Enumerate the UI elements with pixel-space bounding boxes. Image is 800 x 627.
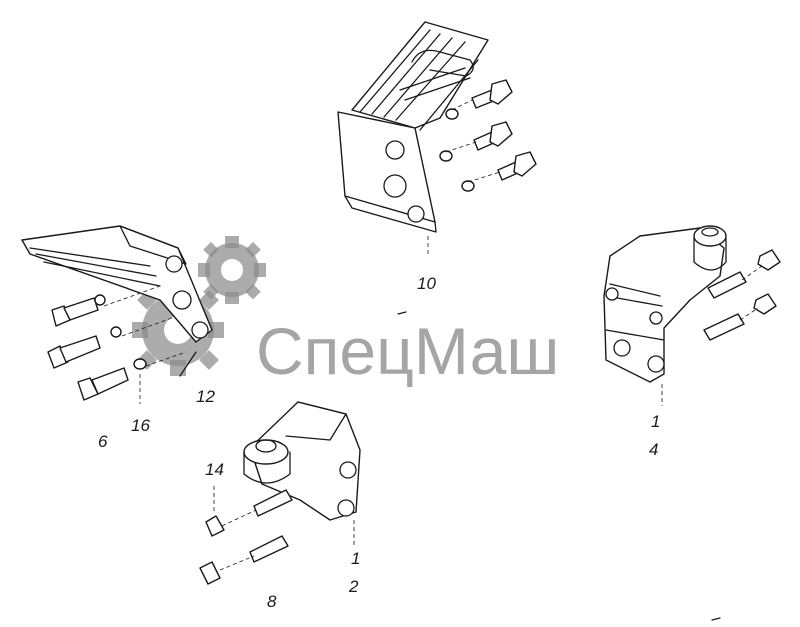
bracket-part-12 [21,225,213,404]
callout-6: 6 [98,432,108,451]
callout-10: 10 [417,274,436,293]
bolt-upper [445,79,513,120]
stray-mark [397,311,407,315]
watermark-logo: СпецМаш [132,236,559,388]
callout-4: 4 [649,440,658,459]
callout-16: 16 [131,416,150,435]
callout-2: 2 [348,577,359,596]
bolt-middle [439,121,513,162]
callout-1-right: 1 [651,412,660,431]
watermark-text: СпецМаш [256,314,559,388]
bolt-left-middle [47,326,122,369]
stud-right-upper [707,249,781,299]
stud-lower [199,535,289,585]
callout-8: 8 [267,592,277,611]
stud-right-lower [703,293,777,341]
watermark-gear-small-icon [198,236,266,304]
bracket-part-1-2 [199,401,361,585]
stud-upper [205,489,293,537]
bolt-lower [461,151,537,192]
bracket-part-10 [337,21,537,256]
callout-1-lower: 1 [351,549,360,568]
stray-mark [711,617,721,621]
callout-14: 14 [205,460,224,479]
callout-12: 12 [196,387,215,406]
bolt-left-upper [51,294,106,327]
bolt-left-lower [77,358,147,401]
bracket-part-1-4 [603,225,781,406]
